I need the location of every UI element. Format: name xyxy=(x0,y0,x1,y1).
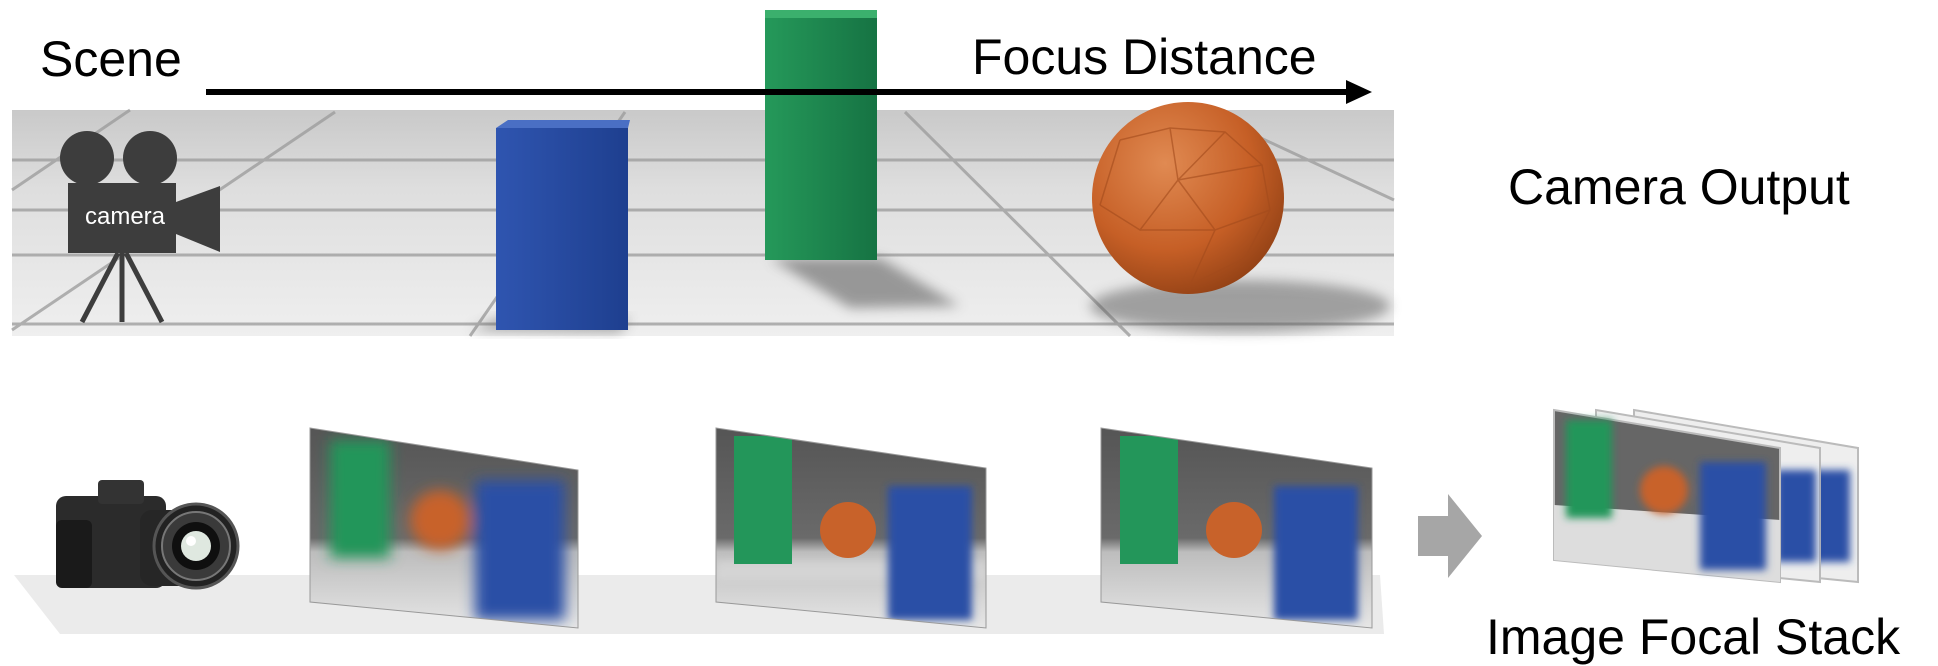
focal-image-3-frame xyxy=(1100,427,1373,629)
focal-image-1-frame xyxy=(309,427,579,629)
scene-label: Scene xyxy=(40,31,182,87)
green-box-image xyxy=(734,436,792,564)
focus-distance-label: Focus Distance xyxy=(972,29,1317,85)
orange-sphere-image xyxy=(820,502,876,558)
green-box xyxy=(765,10,877,260)
focus-distance-arrow xyxy=(206,80,1372,104)
camera-icon-label: camera xyxy=(85,203,166,230)
dslr-camera-icon xyxy=(56,480,240,590)
sphere-shadow xyxy=(1090,280,1390,332)
scene-panel xyxy=(11,10,1395,338)
movie-camera-icon xyxy=(60,131,220,324)
blue-box xyxy=(496,120,630,330)
focal-image-3 xyxy=(1101,428,1372,628)
camera-output-label: Camera Output xyxy=(1508,159,1850,215)
image-focal-stack-label: Image Focal Stack xyxy=(1486,609,1901,665)
focal-image-2-frame xyxy=(715,427,987,629)
green-box-shadow xyxy=(770,258,960,308)
stack-layer-1 xyxy=(1553,408,1781,584)
focal-image-2 xyxy=(716,428,986,628)
focal-image-1 xyxy=(310,428,578,628)
focal-stack-icon xyxy=(1553,408,1859,584)
stack-arrow xyxy=(1418,494,1482,578)
orange-sphere xyxy=(1092,102,1284,294)
